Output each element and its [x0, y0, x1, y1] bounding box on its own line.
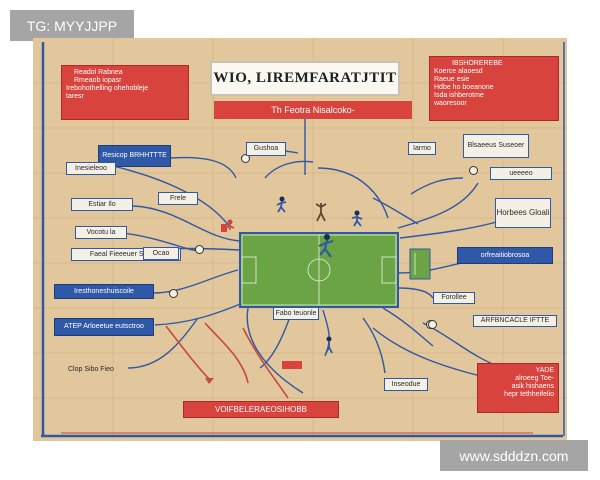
player-figure-icon: [325, 336, 333, 354]
label-text: orfreaitiobrosoa: [480, 251, 530, 259]
label-right-8: Inseodue: [384, 378, 428, 391]
info-line: waoresoor: [434, 100, 467, 107]
label-text: Blsaeeus Suseoer: [467, 142, 525, 149]
label-right-2: Blsaeeus Suseoer: [463, 134, 529, 158]
label-text: Estiar Ilo: [88, 200, 116, 208]
info-line: Readol Rabnea: [74, 69, 123, 76]
poster-title-text: WIO, LIREMFARATJTIT: [213, 70, 397, 86]
label-text: ARFBNCACLE IFTTE: [480, 317, 550, 324]
label-right-1: Iarmo: [408, 142, 436, 155]
info-line: Hdbe ho boeanone: [434, 84, 494, 91]
label-left-8: Clop Sibo Fieo: [68, 366, 114, 374]
info-box-bottom-right: YADE alroeeg Toe- asik hishaens hepr tet…: [477, 363, 559, 413]
strategy-poster: WIO, LIREMFARATJTIT Th Feotra Nisalcoko-…: [33, 38, 567, 441]
label-text: Horbees Gloali: [496, 208, 550, 217]
info-line: hepr tethheifelio: [504, 391, 554, 398]
poster-title: WIO, LIREMFARATJTIT: [210, 61, 400, 96]
poster-subtitle-text: Th Feotra Nisalcoko-: [271, 105, 355, 115]
info-line: IBSHOREREBE: [452, 60, 503, 67]
info-line: Irebohothelling ohehobleje: [66, 85, 149, 92]
label-right-3: ueeeeo: [490, 167, 552, 180]
label-text: Clop Sibo Fieo: [68, 366, 114, 373]
label-center-1: Gushoa: [246, 142, 286, 156]
top-watermark-text: TG: MYYJJPP: [26, 17, 118, 34]
info-box-top-right: IBSHOREREBE Koerce alaoesd Raeue esie Hd…: [429, 56, 559, 121]
label-text: ATEP Arloeetue eutsctroo: [64, 323, 144, 330]
label-right-7: ARFBNCACLE IFTTE: [473, 315, 557, 327]
info-line: YADE: [535, 367, 554, 374]
label-left-3: Estiar Ilo: [71, 198, 133, 211]
poster-subtitle: Th Feotra Nisalcoko-: [214, 101, 412, 119]
bottom-watermark: www.sdddzn.com: [440, 440, 588, 471]
marker-icon: [221, 224, 227, 232]
info-line: alroeeg Toe-: [515, 375, 554, 382]
marker-icon: [282, 361, 302, 369]
label-text: Inseodue: [391, 380, 421, 388]
bottom-banner: VOIFBELERAEOSIHOBB: [183, 401, 339, 418]
label-right-6: Forollee: [433, 292, 475, 304]
info-box-top-left: Readol Rabnea Rmeaob iopasr Irebohothell…: [61, 65, 189, 120]
label-text: Forollee: [441, 294, 467, 301]
label-text: Ocao: [152, 249, 170, 257]
bottom-watermark-text: www.sdddzn.com: [459, 447, 569, 464]
info-line: Koerce alaoesd: [434, 68, 483, 75]
player-figure-icon: [351, 210, 363, 227]
info-line: taresr: [66, 93, 84, 100]
label-text: Iarmo: [413, 144, 431, 152]
label-left-6: Iresthoneshuiscoile: [54, 284, 154, 299]
ball-icon: [469, 166, 478, 175]
label-text: Fabo teuonle: [275, 309, 317, 317]
player-figure-icon: [318, 234, 334, 258]
label-text: Vocotu la: [86, 228, 116, 236]
player-figure-icon: [276, 196, 287, 213]
top-watermark: TG: MYYJJPP: [10, 10, 134, 41]
label-text: Resicop BRHHTTTE: [102, 152, 167, 159]
label-center-2: Frele: [158, 192, 198, 205]
label-right-5: orfreaitiobrosoa: [457, 247, 553, 264]
label-text: Frele: [170, 194, 186, 202]
info-line: asik hishaens: [511, 383, 554, 390]
info-line: Isda ishberotme: [434, 92, 484, 99]
ball-icon: [169, 289, 178, 298]
info-line: Rmeaob iopasr: [74, 77, 122, 84]
coach-figure-icon: [315, 203, 327, 222]
label-text: Inesieleoo: [75, 164, 107, 172]
label-text: Faeal Fieeeuer SHIRIE: [89, 250, 163, 258]
label-left-4: Vocotu la: [75, 226, 127, 239]
label-left-1: Resicop BRHHTTTE: [98, 145, 171, 167]
label-left-2: Inesieleoo: [66, 162, 116, 175]
info-line: Raeue esie: [434, 76, 470, 83]
label-left-7: ATEP Arloeetue eutsctroo: [54, 318, 154, 336]
ball-icon: [195, 245, 204, 254]
label-text: ueeeeo: [509, 169, 533, 177]
label-right-4: Horbees Gloali: [495, 198, 551, 228]
bottom-banner-text: VOIFBELERAEOSIHOBB: [214, 405, 308, 414]
label-center-3: Fabo teuonle: [273, 307, 319, 320]
label-text: Gushoa: [253, 145, 279, 152]
label-text: Iresthoneshuiscoile: [74, 287, 134, 295]
ball-icon: [241, 154, 250, 163]
label-center-4: Ocao: [143, 247, 179, 260]
ball-icon: [428, 320, 437, 329]
